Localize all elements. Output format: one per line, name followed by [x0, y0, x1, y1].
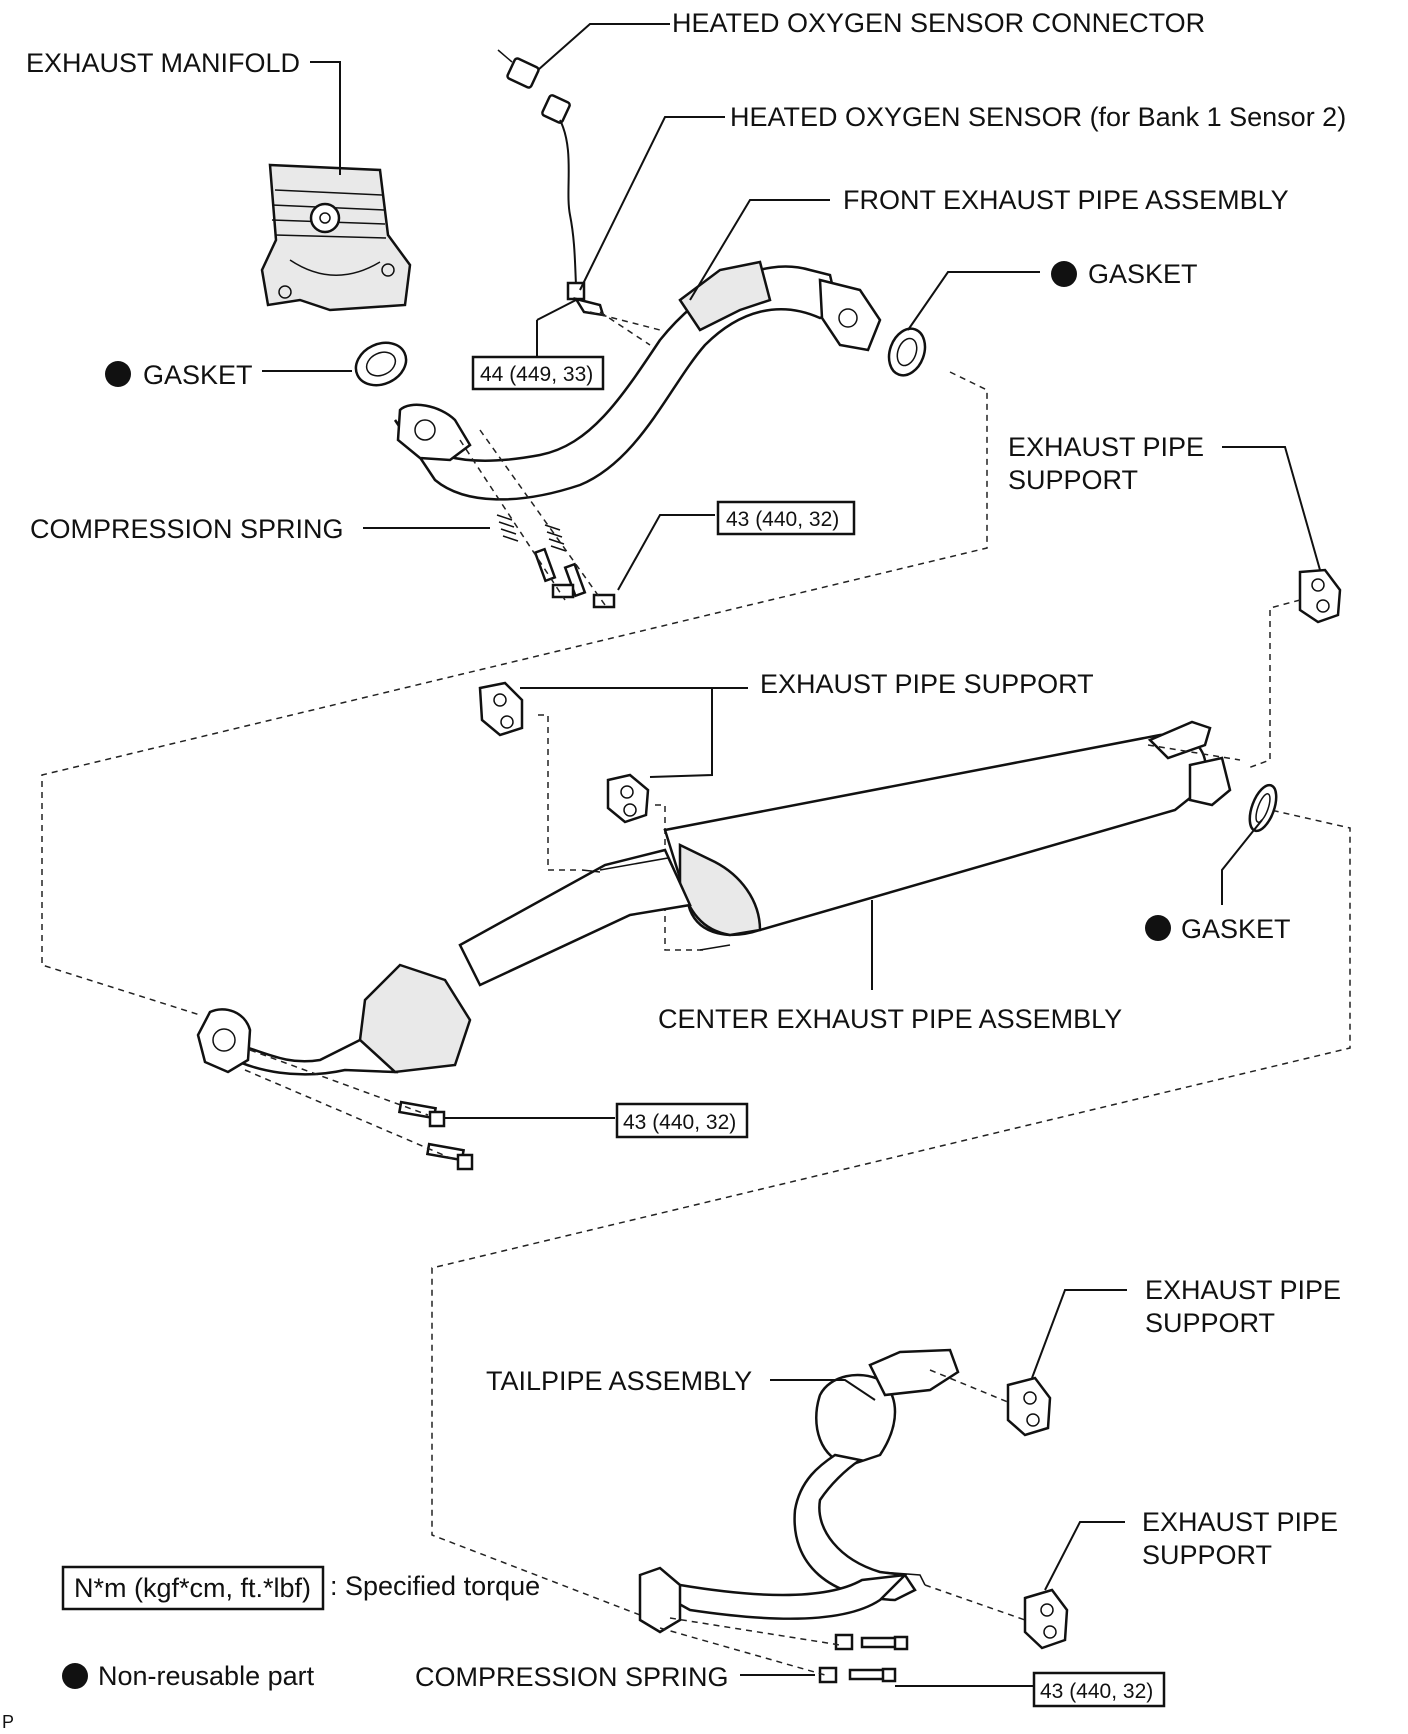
label-exhaust-manifold: EXHAUST MANIFOLD — [26, 48, 300, 78]
compression-spring-top-part — [496, 514, 616, 609]
oxygen-connector-leader — [537, 23, 670, 71]
label-gasket-middle: GASKET — [1181, 914, 1291, 944]
legend-torque-box-text: N*m (kgf*cm, ft.*lbf) — [74, 1573, 311, 1603]
exhaust-pipe-support-lower2-part — [1023, 1588, 1069, 1650]
legend-torque-box — [61, 1565, 325, 1611]
label-heated-oxygen-sensor-connector: HEATED OXYGEN SENSOR CONNECTOR — [672, 8, 1205, 38]
nonreusable-mark-gasket-middle — [1145, 915, 1171, 941]
label-exhaust-pipe-support-lower2-2: SUPPORT — [1142, 1540, 1272, 1570]
nonreusable-mark-gasket-top-right — [1051, 261, 1077, 287]
gasket-left-part — [354, 341, 408, 387]
gasket-middle-part — [1248, 783, 1278, 833]
support-center-leader — [520, 687, 713, 778]
label-compression-spring-top: COMPRESSION SPRING — [30, 514, 344, 544]
exhaust-pipe-support-lower1-part — [1006, 1376, 1052, 1437]
exhaust-pipe-support-right-part — [1298, 568, 1342, 624]
torque-box-tailpipe — [1032, 1671, 1166, 1708]
label-center-exhaust-pipe-assembly: CENTER EXHAUST PIPE ASSEMBLY — [658, 1004, 1122, 1034]
front-pipe-leader — [689, 199, 830, 301]
label-gasket-left: GASKET — [143, 360, 253, 390]
torque-box-oxygen-sensor — [471, 355, 605, 391]
gasket-middle-leader — [1221, 819, 1263, 905]
label-tailpipe-assembly: TAILPIPE ASSEMBLY — [486, 1366, 752, 1396]
torque-box-center-pipe — [615, 1102, 749, 1139]
label-exhaust-pipe-support-center: EXHAUST PIPE SUPPORT — [760, 669, 1094, 699]
torque-value-tailpipe: 43 (440, 32) — [1040, 1680, 1153, 1703]
label-exhaust-pipe-support-right-2: SUPPORT — [1008, 465, 1138, 495]
tailpipe-leader — [770, 1379, 876, 1401]
torque-box-front-pipe — [716, 500, 856, 536]
torque-value-front-pipe: 43 (440, 32) — [726, 508, 839, 531]
exhaust-support-lower1-leader — [1031, 1289, 1127, 1379]
oxygen-sensor-part — [497, 49, 605, 317]
center-pipe-bolts-part — [397, 1100, 474, 1171]
center-exhaust-pipe-part — [196, 720, 1232, 1076]
label-exhaust-pipe-support-lower2-1: EXHAUST PIPE — [1142, 1507, 1338, 1537]
label-exhaust-pipe-support-right-1: EXHAUST PIPE — [1008, 432, 1204, 462]
front-exhaust-pipe-part — [393, 260, 882, 501]
compression-spring-bottom-part — [818, 1633, 909, 1684]
label-front-exhaust-pipe-assembly: FRONT EXHAUST PIPE ASSEMBLY — [843, 185, 1289, 215]
exhaust-support-lower2-leader — [1044, 1521, 1125, 1591]
label-compression-spring-bottom: COMPRESSION SPRING — [415, 1662, 729, 1692]
exhaust-pipe-support-center-a — [478, 681, 524, 737]
torque-value-center-pipe: 43 (440, 32) — [623, 1111, 736, 1134]
torque-value-oxygen-sensor: 44 (449, 33) — [480, 363, 593, 386]
label-exhaust-pipe-support-lower1-2: SUPPORT — [1145, 1308, 1275, 1338]
gasket-top-right-leader — [907, 271, 1040, 331]
legend-torque-text: : Specified torque — [330, 1571, 540, 1601]
exhaust-pipe-support-center-b — [606, 773, 650, 824]
label-gasket-top-right: GASKET — [1088, 259, 1198, 289]
corner-mark: P — [2, 1712, 14, 1732]
label-exhaust-pipe-support-lower1-1: EXHAUST PIPE — [1145, 1275, 1341, 1305]
gasket-top-right-part — [887, 327, 927, 377]
nonreusable-mark-gasket-left — [105, 361, 131, 387]
legend-nonreusable-dot — [62, 1663, 88, 1689]
label-heated-oxygen-sensor: HEATED OXYGEN SENSOR (for Bank 1 Sensor … — [730, 102, 1346, 132]
legend-nonreusable-text: Non-reusable part — [98, 1661, 315, 1691]
oxygen-sensor-leader — [579, 116, 725, 291]
torque-front-leader — [617, 514, 715, 591]
exhaust-manifold-leader — [310, 61, 341, 175]
tailpipe-assembly-part — [638, 1348, 960, 1634]
exhaust-support-right-leader — [1222, 446, 1321, 571]
exhaust-manifold-part — [260, 163, 412, 312]
